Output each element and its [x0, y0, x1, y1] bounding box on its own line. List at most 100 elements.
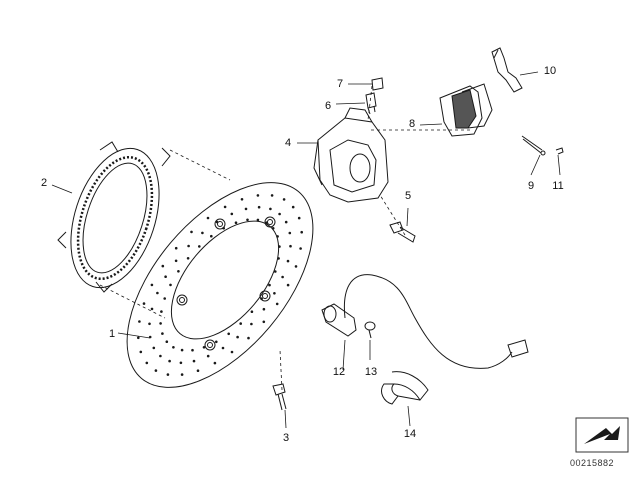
disc-vent-hole	[166, 373, 170, 376]
callout-4[interactable]: 4	[284, 137, 292, 149]
diagram-number: 00215882	[570, 458, 615, 468]
disc-vent-hole	[299, 247, 302, 250]
disc-vent-hole	[186, 257, 190, 260]
leader-lines	[51, 71, 561, 429]
disc-vent-hole	[190, 230, 193, 234]
bleed-valve	[365, 92, 377, 115]
disc-vent-hole	[277, 257, 280, 260]
disc-vent-hole	[165, 340, 169, 344]
callout-10[interactable]: 10	[543, 65, 557, 77]
disc-vent-hole	[239, 322, 242, 325]
disc-vent-hole	[174, 246, 178, 250]
callout-14[interactable]: 14	[403, 428, 417, 440]
diagram-logo	[575, 417, 629, 453]
disc-vent-hole	[240, 198, 244, 201]
disc-vent-hole	[256, 218, 260, 222]
bleed-cap	[371, 77, 384, 91]
disc-vent-hole	[288, 231, 292, 235]
disc-vent-hole	[201, 231, 204, 235]
disc-vent-hole	[250, 322, 253, 326]
disc-vent-hole	[221, 346, 225, 350]
disc-vent-hole	[227, 332, 230, 336]
disc-vent-hole	[269, 207, 272, 211]
sensor-screw	[364, 321, 376, 339]
disc-vent-hole	[159, 354, 162, 358]
disc-vent-hole	[156, 291, 159, 295]
disc-vent-hole	[191, 348, 194, 352]
disc-vent-hole	[256, 194, 260, 197]
callout-7[interactable]: 7	[336, 78, 344, 90]
disc-vent-hole	[286, 283, 290, 287]
disc-vent-hole	[150, 283, 154, 287]
disc-vent-hole	[145, 361, 149, 365]
disc-vent-hole	[262, 320, 266, 324]
disc-vent-hole	[247, 336, 250, 340]
disc-vent-hole	[250, 310, 254, 314]
disc-vent-hole	[138, 320, 141, 323]
disc-vent-hole	[152, 346, 156, 350]
disc-vent-hole	[230, 350, 234, 354]
disc-vent-hole	[289, 244, 292, 248]
abs-sensor	[321, 303, 357, 337]
disc-vent-hole	[163, 297, 166, 300]
disc-vent-hole	[244, 207, 248, 211]
disc-vent-hole	[230, 212, 234, 216]
disc-vent-hole	[300, 230, 304, 234]
disc-vent-hole	[215, 340, 218, 344]
disc-vent-hole	[213, 361, 217, 365]
disc-vent-hole	[174, 259, 178, 263]
disc-vent-hole	[274, 270, 277, 273]
callout-1[interactable]: 1	[108, 328, 116, 340]
callout-5[interactable]: 5	[404, 190, 412, 202]
disc-vent-hole	[148, 322, 151, 326]
disc-vent-hole	[180, 373, 184, 376]
callout-6[interactable]: 6	[324, 100, 332, 112]
pad-retaining-pin	[521, 135, 546, 156]
disc-vent-hole	[164, 275, 167, 279]
disc-vent-hole	[262, 307, 266, 311]
disc-vent-hole	[154, 369, 158, 372]
disc-vent-hole	[270, 194, 274, 197]
pad-spring	[491, 47, 523, 93]
disc-vent-hole	[198, 245, 201, 248]
disc-vent-hole	[159, 322, 162, 325]
disc-vent-hole	[291, 205, 295, 209]
brake-disc	[126, 182, 314, 388]
disc-vent-hole	[273, 292, 276, 295]
disc-vent-hole	[160, 310, 163, 313]
disc-bolt-bosses	[176, 216, 276, 351]
disc-vent-hole	[276, 235, 279, 238]
disc-vent-hole	[168, 359, 171, 363]
disc-vent-hole	[286, 259, 290, 263]
disc-vent-hole	[180, 348, 184, 352]
disc-vent-hole	[282, 198, 286, 201]
callout-3[interactable]: 3	[282, 432, 290, 444]
abs-sensor-cable	[343, 274, 529, 369]
disc-vent-hole	[271, 227, 275, 230]
projection-lines	[99, 85, 470, 391]
disc-vent-hole	[246, 218, 249, 222]
disc-vent-hole	[294, 265, 298, 268]
disc-vent-hole	[202, 346, 206, 349]
callout-13[interactable]: 13	[364, 366, 378, 378]
callout-11[interactable]: 11	[552, 180, 564, 192]
callout-12[interactable]: 12	[332, 366, 346, 378]
disc-vent-hole	[192, 359, 196, 363]
disc-vent-hole	[278, 245, 281, 248]
disc-vent-hole	[179, 361, 183, 365]
disc-vent-hole	[223, 205, 227, 209]
abs-sensor-ring	[57, 141, 171, 293]
disc-vent-hole	[142, 302, 146, 305]
callout-2[interactable]: 2	[40, 177, 48, 189]
disc-vent-hole	[234, 221, 238, 224]
disc-vent-hole	[281, 275, 284, 279]
disc-vent-hole	[187, 244, 190, 248]
disc-vent-hole	[236, 335, 239, 339]
callout-8[interactable]: 8	[408, 118, 416, 130]
brake-pad-set	[439, 83, 493, 137]
disc-vent-hole	[172, 346, 175, 349]
callout-9[interactable]: 9	[527, 180, 535, 192]
disc-vent-hole	[210, 234, 213, 238]
disc-vent-hole	[206, 216, 210, 220]
disc-vent-hole	[177, 270, 180, 273]
